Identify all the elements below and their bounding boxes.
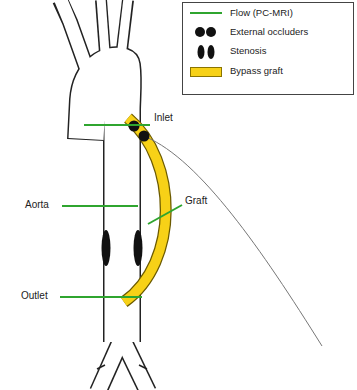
legend-swatch [190,67,222,77]
stenosis [102,230,111,266]
legend-text: Stenosis [230,46,266,56]
legend-text: Flow (PC-MRI) [230,8,293,18]
flow-plane [60,125,182,297]
measurement-label: Graft [184,195,208,206]
legend-occluder-sample [195,27,205,37]
legend-stenosis-sample [208,45,215,59]
measurement-label: Outlet [20,290,49,301]
stenosis [134,230,143,266]
measurement-label: Inlet [153,112,174,123]
bypass-graft [124,118,166,302]
legend-occluder-sample [206,27,216,37]
legend-text: External occluders [230,27,308,37]
legend-stenosis-sample [198,45,205,59]
bypass-graft [124,118,166,302]
legend-flow-sample [190,12,222,14]
external-occluder [139,131,150,142]
legend-box [183,3,354,95]
legend-text: Bypass graft [230,66,283,76]
measurement-label: Aorta [24,199,50,210]
occluder-wire [146,137,322,346]
